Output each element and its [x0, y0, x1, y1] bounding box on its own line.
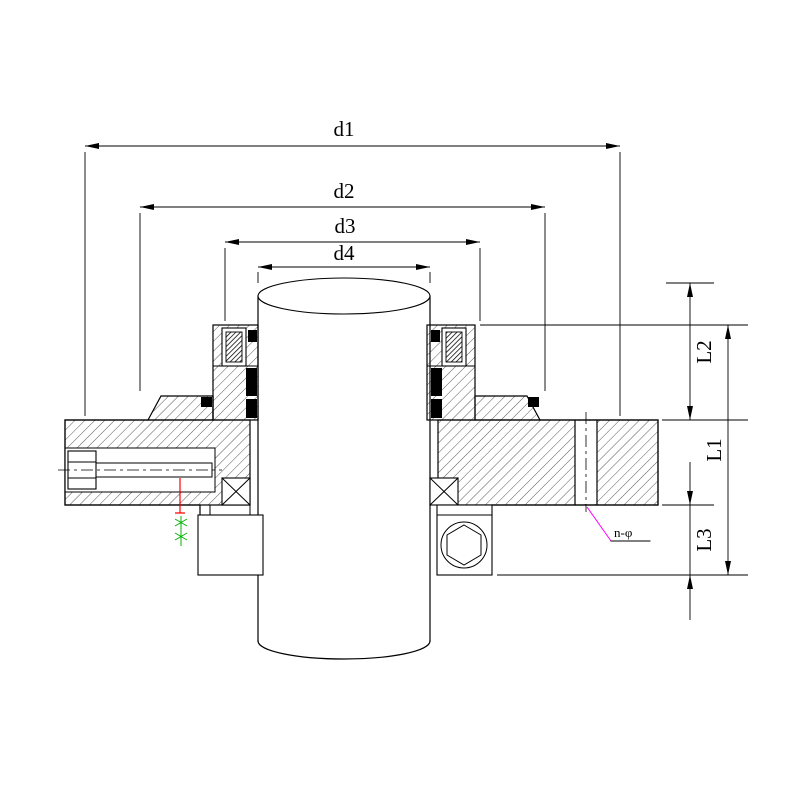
dim-label-l1: L1 — [702, 438, 726, 461]
packing-box-left — [221, 477, 251, 506]
dim-label-d4: d4 — [334, 241, 356, 265]
callout-leader-line — [586, 506, 612, 542]
boss-body — [436, 504, 493, 576]
d2-extension-lines — [139, 213, 546, 391]
seal-head-right — [426, 324, 476, 421]
spring-right — [445, 331, 463, 363]
spring-left — [225, 331, 243, 363]
set-screw-boss — [436, 504, 493, 576]
packing-box-right-cross — [429, 477, 459, 506]
callout-label: n-φ — [614, 525, 632, 540]
seal-ring-left-upper — [246, 368, 257, 396]
seal-ring-left-lower — [246, 399, 257, 418]
collar-body — [197, 514, 264, 576]
seal-ring-right-upper — [431, 368, 442, 396]
set-screw-hexagon — [446, 524, 482, 566]
seal-head-left — [212, 324, 259, 421]
packing-box-right — [429, 477, 459, 506]
plate-right-section — [437, 419, 659, 506]
dimension-L1: L1 — [702, 325, 731, 575]
dimension-L3: L3 — [687, 462, 716, 620]
screw-socket-lines — [67, 461, 97, 479]
dim-label-d1: d1 — [334, 117, 355, 141]
collar-step-lines — [209, 504, 251, 516]
dimension-d4: d4 — [257, 241, 431, 283]
screw-channel-outline — [64, 447, 216, 493]
dim-label-l2: L2 — [692, 340, 716, 363]
oring-left-top — [248, 330, 257, 342]
dimension-d2: d2 — [139, 179, 546, 391]
dim-label-d3: d3 — [335, 214, 356, 238]
dim-label-l3: L3 — [692, 528, 716, 551]
dimension-d1: d1 — [84, 117, 621, 416]
shaft-bottom-arc — [257, 640, 431, 660]
packing-box-left-cross — [221, 477, 251, 506]
green-mark — [174, 516, 188, 546]
dim-label-d2: d2 — [334, 179, 355, 203]
gland-plate — [58, 395, 659, 516]
set-screw-circle — [440, 521, 488, 569]
oring-boss-left — [201, 397, 212, 407]
shaft-top-ellipse — [257, 277, 431, 315]
annotation-marks — [174, 478, 188, 546]
sleeve-lines — [249, 419, 439, 516]
d4-extension-lines — [257, 272, 431, 283]
plate-outline — [64, 395, 659, 516]
shaft-collar-left — [197, 504, 264, 576]
dimension-d3: d3 — [224, 214, 481, 321]
dimension-L2: L2 — [687, 283, 716, 420]
d3-extension-lines — [224, 248, 481, 321]
shaft — [257, 277, 431, 660]
d1-extension-lines — [84, 152, 621, 416]
oring-boss-right — [528, 397, 539, 407]
shaft-side-lines — [257, 295, 431, 642]
oring-right-top — [431, 330, 440, 342]
red-mark — [175, 478, 185, 514]
hole-callout: n-φ — [586, 506, 651, 542]
seal-ring-right-lower — [431, 399, 442, 418]
